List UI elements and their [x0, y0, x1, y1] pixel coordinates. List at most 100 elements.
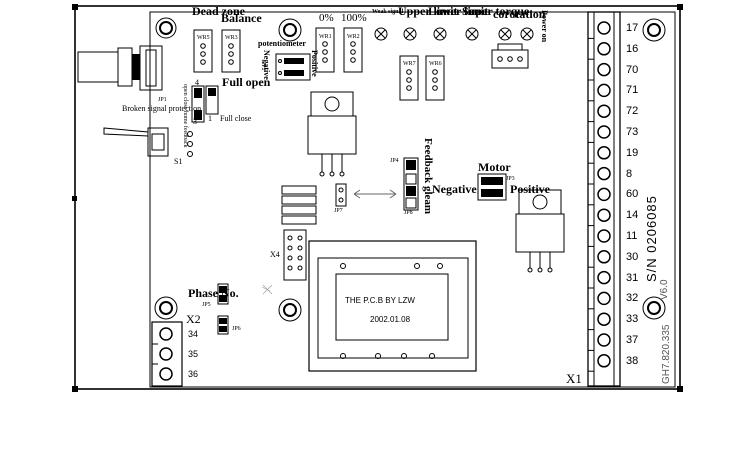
trimmer-wr3	[221, 29, 241, 73]
trimmer-wr6	[425, 55, 445, 101]
ref-wr3: WR3	[225, 35, 238, 41]
trimmer-wr1	[315, 27, 335, 73]
mounting-hole-top-mid	[278, 18, 302, 42]
x1-terminal-screw	[597, 62, 611, 77]
x1-terminal-label: 16	[626, 42, 639, 55]
x1-terminal-screw	[597, 42, 611, 56]
label-upper-limit: Upper limit	[398, 4, 458, 18]
jumper-jp2	[275, 53, 311, 81]
pcb-date: 2002.01.08	[370, 315, 411, 324]
x1-terminal-screw	[597, 208, 611, 222]
label-positive-rotated: Positive	[310, 50, 319, 77]
x1-terminal-label: 71	[626, 84, 639, 97]
regulator-top	[307, 91, 357, 177]
x1-terminal-label: 14	[626, 209, 639, 222]
toggle-switch-s1	[103, 127, 193, 157]
terminal-block-x2	[151, 321, 183, 387]
ref-wr1: WR1	[319, 34, 332, 40]
terminal-block-x1	[587, 11, 621, 387]
board-inner-outline	[149, 11, 676, 388]
version: V6.0	[659, 279, 670, 300]
ref-wr2: WR2	[347, 34, 360, 40]
serial-number: S/N 0206085	[644, 195, 659, 282]
x1-terminal-screw	[597, 125, 611, 139]
x1-terminal-screw	[597, 250, 611, 264]
label-x1: X1	[566, 371, 582, 386]
ref-wr7: WR7	[403, 61, 416, 67]
label-potentiometer: potentiometer	[258, 39, 306, 48]
mounting-hole-top-left	[155, 17, 177, 39]
x1-terminal-label: 60	[626, 188, 639, 201]
power-header	[491, 43, 529, 69]
jumper-jp7	[335, 183, 347, 207]
label-feedback-gleam: Feedback gleam	[422, 138, 434, 215]
led-corotation-a	[498, 27, 512, 41]
label-phase-no: Phase No.	[188, 286, 239, 300]
header-x4	[283, 229, 307, 281]
x1-terminal-screw	[597, 21, 611, 35]
x2-terminal-label: 34	[188, 329, 199, 339]
x1-terminal-label: 38	[626, 354, 639, 367]
label-x2: X2	[186, 312, 201, 326]
ref-jp1: JP1	[158, 97, 167, 103]
mounting-hole-bottom-right	[642, 296, 666, 320]
label-dead-zone: Dead zone	[192, 4, 245, 18]
x2-terminal-label: 36	[188, 369, 199, 379]
jumper-jp4-jp8	[403, 157, 419, 211]
jumper-jp6	[217, 315, 229, 335]
label-corotation: corotation	[493, 7, 546, 21]
x1-terminal-label: 37	[626, 334, 639, 346]
label-motor: Motor	[478, 160, 511, 174]
ref-jp2: JP2	[260, 62, 266, 71]
label-power-on: Power on	[540, 10, 549, 43]
ref-num-1: 1	[208, 114, 212, 123]
x1-terminal-screw	[597, 229, 611, 243]
x1-terminal-screw	[597, 312, 611, 326]
jumper-jp3	[477, 173, 507, 201]
label-x4: X4	[270, 250, 280, 259]
x1-terminal-label: 17	[626, 22, 639, 34]
x2-terminal-label: 35	[188, 349, 199, 359]
x1-terminal-screw	[597, 333, 611, 347]
double-arrow	[353, 189, 397, 199]
x1-terminal-screw	[597, 104, 611, 118]
x1-terminal-screw	[597, 146, 611, 160]
ref-wr6: WR6	[429, 61, 442, 67]
ref-jp5: JP5	[202, 302, 211, 308]
ref-jp7: JP7	[334, 208, 343, 214]
trimmer-wr2	[343, 27, 363, 73]
ref-jp4: JP4	[390, 158, 399, 164]
x1-terminal-label: 11	[626, 230, 638, 242]
ref-jp3: JP3	[506, 176, 515, 182]
pcb-title: THE P.C.B BY LZW	[345, 296, 415, 305]
ref-jp8: JP8	[404, 210, 413, 216]
regulator-right	[515, 189, 565, 273]
x1-terminal-label: 72	[626, 105, 639, 118]
ref-wr5: WR5	[197, 35, 210, 41]
potentiometer-shaft	[77, 45, 163, 91]
x1-terminal-label: 32	[626, 292, 639, 305]
x1-terminal-label: 8	[626, 167, 633, 180]
led-super-torque	[465, 27, 479, 41]
x1-terminal-label: 19	[626, 146, 639, 159]
trimmer-wr7	[399, 55, 419, 101]
transformer	[308, 240, 477, 372]
label-positive: Positive	[510, 182, 550, 196]
x1-terminal-label: 31	[626, 271, 639, 284]
label-100-percent: 100%	[341, 12, 367, 24]
resistor-bank	[281, 185, 317, 225]
part-number: GH7.820.335	[661, 324, 672, 385]
x1-terminal-label: 33	[626, 313, 639, 326]
x1-terminal-label: 70	[626, 63, 639, 76]
led-weak-signal	[374, 27, 388, 41]
ref-s1: S1	[174, 157, 183, 166]
label-balance: Balance	[221, 11, 262, 25]
mounting-hole-top-right	[642, 18, 666, 42]
led-upper-limit	[403, 27, 417, 41]
jumper-jp5	[217, 283, 229, 305]
mounting-hole-bottom-mid	[278, 298, 302, 322]
label-negative: Negative	[432, 182, 477, 196]
x1-terminal-screw	[597, 270, 611, 285]
label-open-close-home-feedback: open close home feedback	[182, 84, 188, 148]
